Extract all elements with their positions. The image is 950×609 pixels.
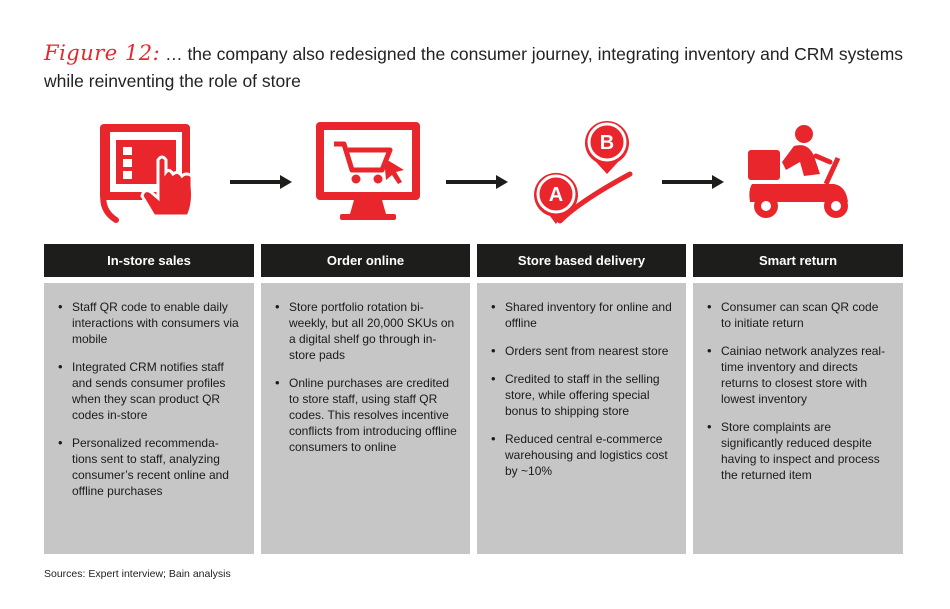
list-item: Online purchases are credited to store s…: [273, 375, 458, 455]
list-item: Credited to staff in the selling store, …: [489, 371, 674, 419]
source-note: Sources: Expert interview; Bain analysis: [44, 568, 231, 580]
column-header-store-based-delivery: Store based delivery: [477, 244, 686, 277]
arrow-right-icon: [662, 175, 724, 189]
column-body-in-store-sales: Staff QR code to enable daily interactio…: [44, 283, 254, 554]
list-item: Cainiao network analyzes real-time inven…: [705, 343, 891, 407]
tablet-touch-icon: [100, 124, 194, 223]
list-item: Staff QR code to enable daily interactio…: [56, 299, 242, 347]
column-header-in-store-sales: In-store sales: [44, 244, 254, 277]
list-item: Shared inventory for online and offline: [489, 299, 674, 331]
arrow-right-icon: [230, 175, 292, 189]
list-item: Reduced central e-commerce warehousing a…: [489, 431, 674, 479]
list-item: Orders sent from nearest store: [489, 343, 674, 359]
column-body-order-online: Store portfolio rotation bi-weekly, but …: [261, 283, 470, 554]
column-body-smart-return: Consumer can scan QR code to initiate re…: [693, 283, 903, 554]
point-a-label: A: [549, 184, 563, 206]
list-item: Store portfolio rotation bi-weekly, but …: [273, 299, 458, 363]
figure-title-text: … the company also redesigned the consum…: [44, 44, 904, 91]
figure-title: Figure 12: … the company also redesigned…: [44, 40, 924, 95]
column-header-smart-return: Smart return: [693, 244, 903, 277]
monitor-cart-icon: [316, 122, 420, 220]
column-header-order-online: Order online: [261, 244, 470, 277]
column-body-store-based-delivery: Shared inventory for online and offline …: [477, 283, 686, 554]
list-item: Integrated CRM notifies staff and sends …: [56, 359, 242, 423]
figure-label: Figure 12:: [44, 41, 161, 65]
list-item: Personalized recommenda-tions sent to st…: [56, 435, 242, 499]
arrow-right-icon: [446, 175, 508, 189]
delivery-scooter-icon: [748, 125, 848, 218]
point-b-label: B: [600, 132, 614, 154]
map-route-icon: A B: [534, 120, 633, 224]
list-item: Store complaints are significantly reduc…: [705, 419, 891, 483]
list-item: Consumer can scan QR code to initiate re…: [705, 299, 891, 331]
